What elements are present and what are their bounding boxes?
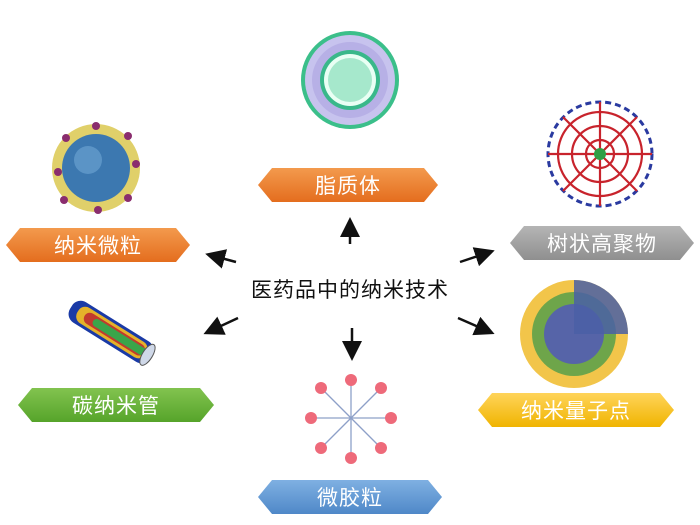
arrow-to-quantum-dot — [457, 316, 495, 336]
label-micelle: 微胶粒 — [258, 480, 442, 514]
label-quantum-dot: 纳米量子点 — [478, 393, 674, 427]
micelle-illustration — [305, 374, 397, 464]
arrow-to-nanoparticle — [205, 249, 237, 269]
quantum-dot-illustration — [520, 280, 628, 388]
liposome-illustration — [301, 31, 399, 129]
label-nanotube: 碳纳米管 — [18, 388, 214, 422]
arrow-to-nanotube — [203, 316, 239, 335]
arrow-to-dendrimer — [459, 247, 495, 267]
label-nanoparticle: 纳米微粒 — [6, 228, 190, 262]
label-dendrimer: 树状高聚物 — [510, 226, 694, 260]
nanotube-illustration — [68, 300, 156, 366]
nanoparticle-illustration — [52, 122, 140, 214]
label-liposome: 脂质体 — [258, 168, 438, 202]
dendrimer-illustration — [546, 100, 654, 208]
center-title: 医药品中的纳米技术 — [251, 278, 449, 302]
